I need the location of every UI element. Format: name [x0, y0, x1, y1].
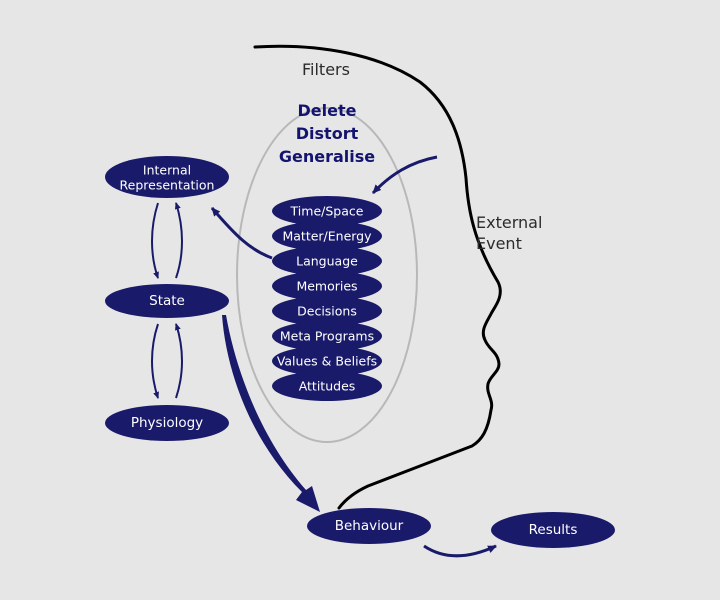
- filter-item-attitudes: Attitudes: [272, 371, 382, 401]
- external-event-arrow: [371, 155, 438, 195]
- filter-item-values-beliefs: Values & Beliefs: [272, 346, 382, 376]
- generalise-label: Generalise: [279, 147, 375, 166]
- internal-to-state-arrow: [151, 202, 159, 279]
- delete-label: Delete: [298, 101, 357, 120]
- language-to-internal-arrow: [210, 207, 273, 260]
- head-silhouette-outline: [253, 44, 502, 510]
- behaviour-to-results-arrow: [423, 544, 497, 558]
- filter-ring: [236, 107, 418, 443]
- internal-representation-label-line2: Representation: [120, 178, 215, 193]
- filter-item-label: Values & Beliefs: [277, 354, 377, 369]
- filters-label: Filters: [302, 60, 350, 79]
- state-to-internal-arrow: [174, 202, 183, 279]
- filter-item-label: Memories: [296, 279, 357, 294]
- behaviour-node: Behaviour: [307, 508, 431, 544]
- filter-item-label: Language: [296, 254, 358, 269]
- filter-item-memories: Memories: [272, 271, 382, 301]
- physiology-to-state-arrow: [175, 323, 183, 399]
- behaviour-label: Behaviour: [335, 518, 404, 534]
- results-label: Results: [529, 522, 578, 538]
- filter-item-label: Attitudes: [299, 379, 356, 394]
- state-node: State: [105, 284, 229, 318]
- internal-representation-node: Internal Representation: [105, 156, 229, 198]
- filter-item-decisions: Decisions: [272, 296, 382, 326]
- filter-item-label: Time/Space: [290, 204, 364, 219]
- physiology-node: Physiology: [105, 405, 229, 441]
- filter-item-time-space: Time/Space: [272, 196, 382, 226]
- distort-label: Distort: [296, 124, 359, 143]
- external-event-label-line1: External: [476, 213, 542, 232]
- filter-item-label: Matter/Energy: [282, 229, 372, 244]
- filter-item-label: Meta Programs: [280, 329, 374, 344]
- filter-item-label: Decisions: [297, 304, 357, 319]
- filter-item-language: Language: [272, 246, 382, 276]
- state-to-behaviour-arrow: [222, 315, 320, 512]
- filter-item-meta-programs: Meta Programs: [272, 321, 382, 351]
- filter-item-matter-energy: Matter/Energy: [272, 221, 382, 251]
- physiology-label: Physiology: [131, 415, 203, 431]
- filter-stack: Time/Space Matter/Energy Language Memori…: [272, 196, 382, 401]
- internal-representation-label-line1: Internal: [143, 163, 191, 178]
- state-label: State: [149, 293, 185, 309]
- state-to-physiology-arrow: [151, 323, 159, 399]
- results-node: Results: [491, 512, 615, 548]
- external-event-label-line2: Event: [476, 234, 522, 253]
